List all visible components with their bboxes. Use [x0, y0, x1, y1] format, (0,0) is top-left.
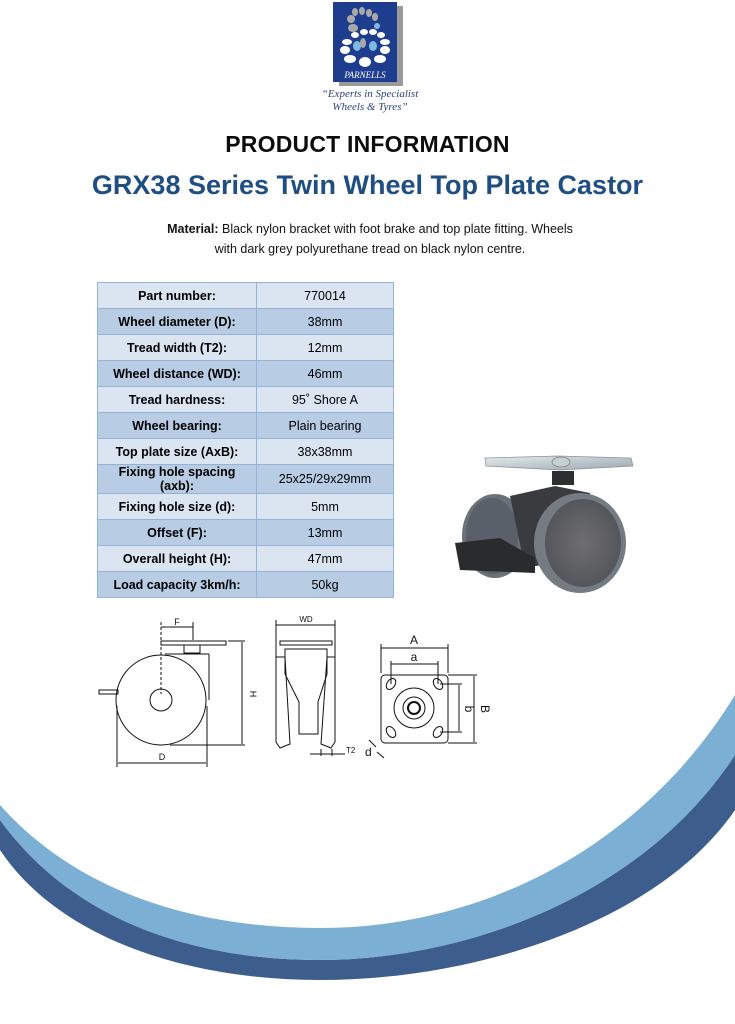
spec-label: Top plate size (AxB): [97, 438, 257, 465]
decorative-swoosh [0, 695, 735, 980]
spec-row: Load capacity 3km/h:50kg [97, 571, 394, 598]
front-wheel-right [320, 656, 336, 749]
spec-value: 46mm [256, 360, 394, 387]
label-a-upper: A [410, 633, 418, 647]
spec-row: Wheel bearing:Plain bearing [97, 412, 394, 439]
plate-outline [380, 674, 449, 744]
spec-value: 770014 [256, 282, 394, 309]
label-b-lower: b [462, 706, 476, 713]
side-view-drawing: F H D [98, 617, 258, 767]
spec-label: Load capacity 3km/h: [97, 571, 257, 598]
fixing-hole-br [432, 726, 444, 738]
plate-ring-inner [402, 696, 426, 720]
spec-row: Wheel diameter (D):38mm [97, 308, 394, 335]
spec-label: Overall height (H): [97, 545, 257, 572]
brand-name: PARNELLS [343, 70, 386, 80]
page-heading: PRODUCT INFORMATION [225, 131, 510, 157]
front-wheel-left [275, 656, 291, 749]
spec-label: Offset (F): [97, 519, 257, 546]
spec-label: Fixing hole spacing (axb): [97, 464, 257, 494]
dim-d-arrow-1 [368, 739, 377, 748]
label-d-hole: d [365, 745, 372, 759]
spec-value: 5mm [256, 493, 394, 520]
top-plate-drawing: A a B b d [365, 633, 492, 759]
product-photo [455, 455, 634, 593]
label-wd: WD [299, 615, 313, 624]
label-h: H [248, 691, 258, 698]
spec-label: Wheel diameter (D): [97, 308, 257, 335]
spec-value: 95˚ Shore A [256, 386, 394, 413]
spec-value: 50kg [256, 571, 394, 598]
brake-pedal [98, 689, 119, 695]
swivel-head [183, 644, 201, 654]
spec-value: Plain bearing [256, 412, 394, 439]
top-plate [160, 640, 227, 646]
spec-row: Fixing hole spacing (axb):25x25/29x29mm [97, 464, 394, 494]
spec-row: Wheel distance (WD):46mm [97, 360, 394, 387]
fixing-hole-bl [385, 726, 397, 738]
spec-label: Fixing hole size (d): [97, 493, 257, 520]
parnells-logo: PARNELLS [333, 2, 403, 86]
spec-label: Wheel bearing: [97, 412, 257, 439]
plate-ring-outer [393, 687, 435, 729]
spec-value: 47mm [256, 545, 394, 572]
material-text-2: with dark grey polyurethane tread on bla… [214, 242, 526, 256]
spec-row: Top plate size (AxB):38x38mm [97, 438, 394, 465]
label-b-upper: B [478, 705, 492, 713]
spec-row: Part number:770014 [97, 282, 394, 309]
label-f: F [174, 617, 180, 627]
spec-row: Overall height (H):47mm [97, 545, 394, 572]
fixing-hole-tr [432, 678, 444, 690]
tagline-line-1: “Experts in Specialist [321, 88, 419, 100]
spec-label: Tread hardness: [97, 386, 257, 413]
spec-label: Wheel distance (WD): [97, 360, 257, 387]
spec-value: 13mm [256, 519, 394, 546]
front-view-drawing: WD T2 [275, 615, 356, 756]
material-label: Material: [167, 222, 219, 236]
label-t2: T2 [346, 746, 356, 755]
dim-d-arrow-2 [376, 751, 385, 759]
wheel-hub [149, 688, 173, 712]
swoosh-dark-band [0, 755, 735, 980]
spec-row: Offset (F):13mm [97, 519, 394, 546]
plate-rivet [407, 701, 421, 715]
spec-value: 12mm [256, 334, 394, 361]
spec-value: 38x38mm [256, 438, 394, 465]
spec-row: Tread hardness:95˚ Shore A [97, 386, 394, 413]
label-a-lower: a [411, 650, 418, 664]
spec-value: 25x25/29x29mm [256, 464, 394, 494]
fixing-hole-tl [385, 678, 397, 690]
spec-value: 38mm [256, 308, 394, 335]
tagline-line-2: Wheels & Tyres” [332, 101, 408, 113]
swoosh-light-band [0, 695, 735, 960]
material-text-1: Black nylon bracket with foot brake and … [218, 222, 573, 236]
brand-tagline: “Experts in Specialist Wheels & Tyres” [300, 88, 440, 114]
wheel-outline [115, 654, 207, 746]
spec-row: Fixing hole size (d):5mm [97, 493, 394, 520]
material-description: Material: Black nylon bracket with foot … [140, 219, 600, 259]
front-top-plate [279, 640, 333, 646]
spec-label: Tread width (T2): [97, 334, 257, 361]
spec-label: Part number: [97, 282, 257, 309]
product-title: GRX38 Series Twin Wheel Top Plate Castor [91, 170, 644, 200]
spec-row: Tread width (T2):12mm [97, 334, 394, 361]
label-d: D [159, 752, 166, 762]
